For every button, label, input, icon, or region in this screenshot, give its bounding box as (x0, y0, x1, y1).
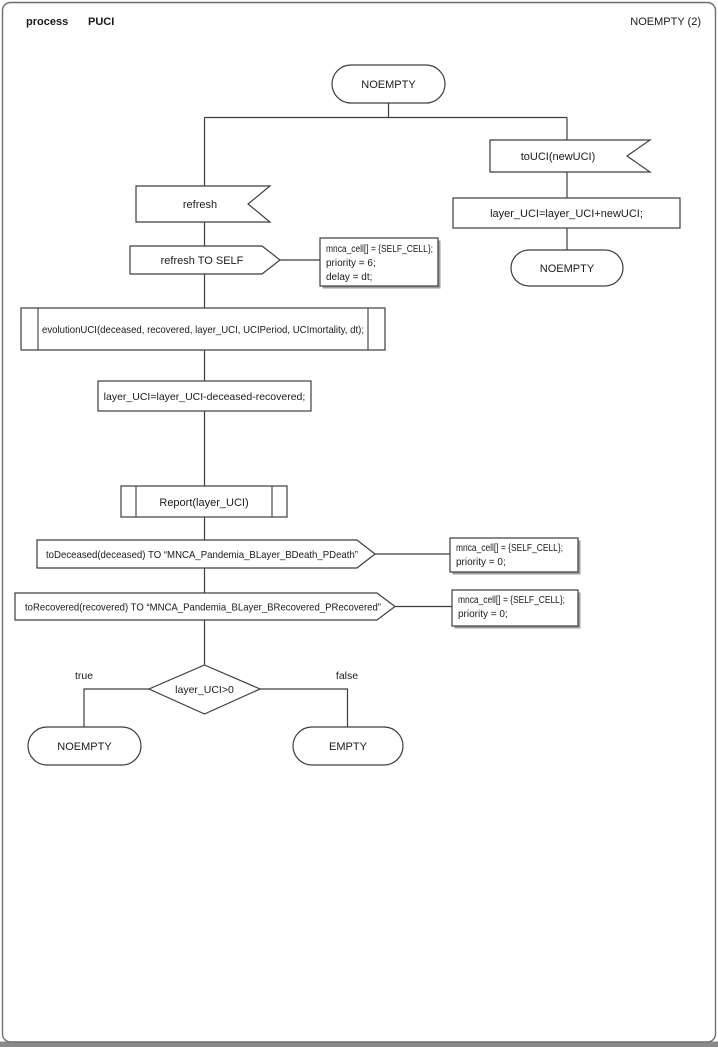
comment-recovered-line1: mnca_cell[] = {SELF_CELL}; (458, 595, 565, 606)
procedure-report-label: Report(layer_UCI) (159, 497, 248, 509)
connector-false-branch (260, 688, 349, 727)
comment-recovered-line2: priority = 0; (458, 609, 508, 620)
output-refresh-to-self-label: refresh TO SELF (161, 255, 244, 267)
state-noempty-start[interactable]: NOEMPTY (331, 64, 446, 104)
input-refresh-label: refresh (183, 199, 217, 211)
comment-deceased-line1: mnca_cell[] = {SELF_CELL}; (456, 543, 563, 554)
connector-start-split (203, 103, 568, 186)
procedure-report[interactable]: Report(layer_UCI) (120, 485, 288, 518)
comment-refresh-line1: mnca_cell[] = {SELF_CELL}; (326, 244, 433, 255)
state-noempty-true[interactable]: NOEMPTY (27, 726, 142, 766)
branch-false-label: false (336, 670, 358, 682)
comment-recovered[interactable]: mnca_cell[] = {SELF_CELL}; priority = 0; (451, 589, 581, 629)
comment-deceased-line2: priority = 0; (456, 557, 506, 568)
header-kind-label: process (26, 16, 68, 28)
connector-true-branch (83, 688, 149, 727)
task-subtract-deceased-recovered[interactable]: layer_UCI=layer_UCI-deceased-recovered; (97, 380, 312, 412)
task-add-newuci[interactable]: layer_UCI=layer_UCI+newUCI; (452, 197, 681, 229)
task-subtract-label: layer_UCI=layer_UCI-deceased-recovered; (104, 391, 306, 403)
header-process-name: PUCI (88, 16, 114, 28)
output-todeceased[interactable]: toDeceased(deceased) TO “MNCA_Pandemia_B… (36, 539, 376, 569)
decision-layer-uci[interactable]: layer_UCI>0 (147, 664, 262, 715)
procedure-evolutionuci[interactable]: evolutionUCI(deceased, recovered, layer_… (20, 307, 386, 351)
input-refresh[interactable]: refresh (135, 185, 272, 223)
branch-true-label: true (75, 670, 93, 682)
state-empty-false-label: EMPTY (329, 741, 368, 753)
output-refresh-to-self[interactable]: refresh TO SELF (129, 245, 281, 275)
state-noempty-true-label: NOEMPTY (57, 741, 112, 753)
decision-layer-uci-label: layer_UCI>0 (175, 684, 234, 696)
comment-deceased[interactable]: mnca_cell[] = {SELF_CELL}; priority = 0; (449, 537, 581, 575)
state-noempty-start-label: NOEMPTY (361, 79, 416, 91)
procedure-evolutionuci-label: evolutionUCI(deceased, recovered, layer_… (42, 324, 364, 336)
output-todeceased-label: toDeceased(deceased) TO “MNCA_Pandemia_B… (46, 549, 358, 561)
state-noempty-right[interactable]: NOEMPTY (510, 249, 624, 287)
comment-refresh-line2: priority = 6; (326, 258, 376, 269)
comment-refresh-line3: delay = dt; (326, 272, 372, 283)
input-touci-label: toUCI(newUCI) (521, 151, 596, 163)
state-empty-false[interactable]: EMPTY (292, 726, 404, 766)
output-torecovered-label: toRecovered(recovered) TO “MNCA_Pandemia… (25, 602, 381, 614)
state-noempty-right-label: NOEMPTY (540, 263, 595, 275)
input-touci[interactable]: toUCI(newUCI) (489, 139, 652, 173)
comment-refresh[interactable]: mnca_cell[] = {SELF_CELL}; priority = 6;… (319, 237, 441, 289)
task-add-newuci-label: layer_UCI=layer_UCI+newUCI; (490, 208, 643, 220)
output-torecovered[interactable]: toRecovered(recovered) TO “MNCA_Pandemia… (14, 592, 396, 621)
page-bottom-shadow (0, 1041, 718, 1047)
header-page-label: NOEMPTY (2) (630, 16, 701, 28)
